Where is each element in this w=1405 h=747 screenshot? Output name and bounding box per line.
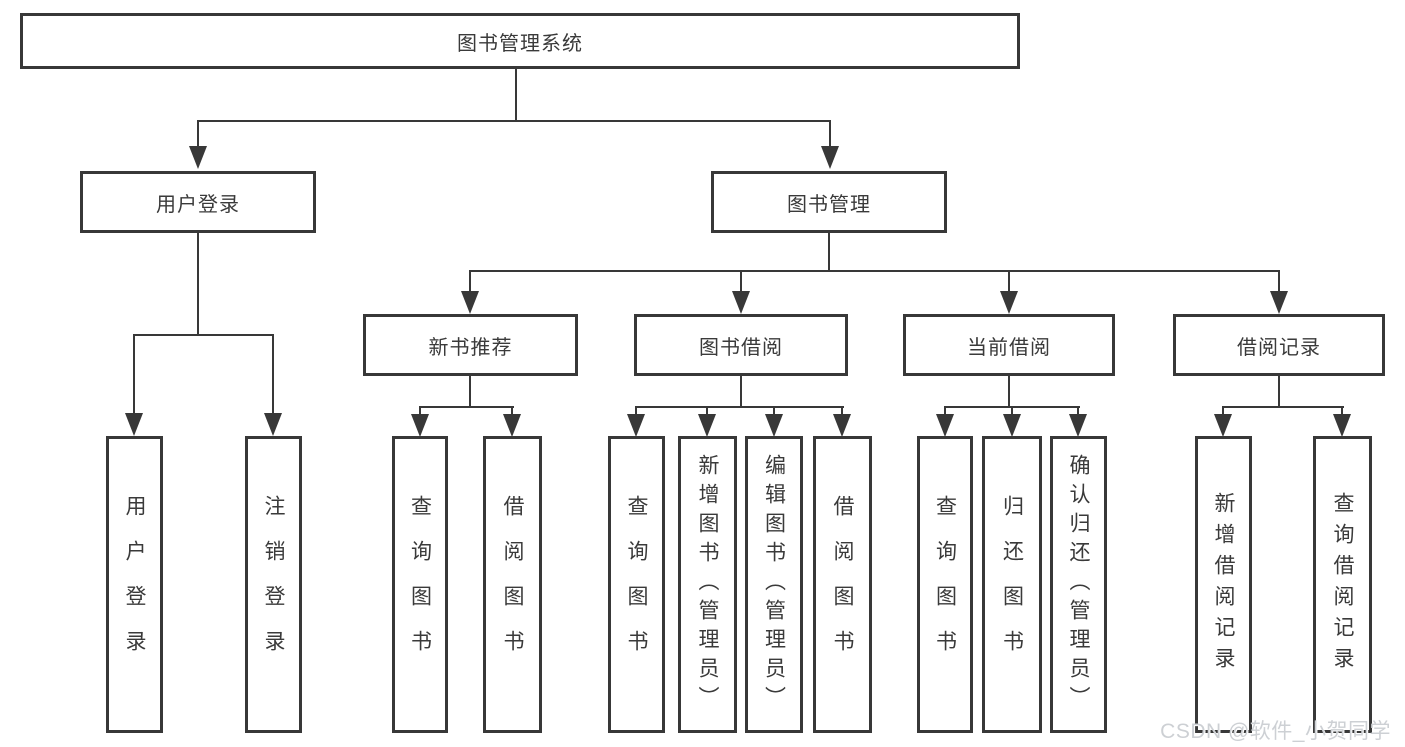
connector-root-stem [515,67,517,121]
arrowhead [1214,414,1232,437]
node-new-book-recommendation: 新书推荐 [363,314,578,376]
node-current-borrowing-label: 当前借阅 [967,336,1051,359]
node-leaf-query-books-1: 查询图书 [392,436,448,733]
arrowhead [833,414,851,437]
node-leaf-query-borrow-record: 查询借阅记录 [1313,436,1372,733]
node-leaf-confirm-return-admin: 确认归还（管理员） [1050,436,1107,733]
connector-drop [706,406,708,416]
connector-drop-leaf-user-login [133,334,135,414]
node-book-management: 图书管理 [711,171,947,233]
node-book-borrowing-label: 图书借阅 [699,336,783,359]
arrowhead [627,414,645,437]
node-current-borrowing: 当前借阅 [903,314,1115,376]
connector-drop [1011,406,1013,416]
node-leaf-add-book-admin-label: 新增图书（管理员） [696,454,719,715]
arrowhead [1000,291,1018,314]
connector-drop [511,406,513,416]
node-leaf-query-books-2-label: 查询图书 [625,494,648,675]
node-leaf-return-book: 归还图书 [982,436,1042,733]
connector-drop-book-management [829,120,831,147]
arrowhead [503,414,521,437]
arrowhead [821,146,839,169]
node-book-management-label: 图书管理 [787,193,871,216]
connector-drop [773,406,775,416]
connector-borrowing-stem [740,376,742,407]
connector-book-management-stem [828,233,830,272]
node-new-book-recommendation-label: 新书推荐 [428,336,513,359]
arrowhead [411,414,429,437]
connector-drop [1341,406,1343,416]
arrowhead [189,146,207,169]
node-root: 图书管理系统 [20,13,1020,69]
node-leaf-query-books-3-label: 查询图书 [933,494,957,675]
node-borrowing-records-label: 借阅记录 [1237,336,1321,359]
arrowhead [264,413,282,436]
connector-drop-user-login [197,120,199,147]
node-user-login-label: 用户登录 [156,193,240,216]
connector-records-stem [1278,376,1280,407]
node-leaf-borrow-books-2-label: 借阅图书 [831,494,854,675]
arrowhead [1333,414,1351,437]
node-leaf-query-borrow-record-label: 查询借阅记录 [1331,491,1354,678]
node-leaf-user-login: 用户登录 [106,436,163,733]
arrowhead [125,413,143,436]
arrowhead [461,291,479,314]
arrowhead [1003,414,1021,437]
connector-drop [1222,406,1224,416]
arrowhead [1069,414,1087,437]
node-leaf-borrow-books-2: 借阅图书 [813,436,872,733]
node-leaf-logout: 注销登录 [245,436,302,733]
node-leaf-confirm-return-admin-label: 确认归还（管理员） [1067,454,1090,715]
connector-drop [635,406,637,416]
connector-drop-leaf-logout [272,334,274,414]
connector-borrowing-branch [635,406,844,408]
arrowhead [1270,291,1288,314]
connector-drop-records [1278,270,1280,292]
connector-drop-current [1008,270,1010,292]
node-leaf-add-book-admin: 新增图书（管理员） [678,436,737,733]
arrowhead [698,414,716,437]
node-book-borrowing: 图书借阅 [634,314,848,376]
arrowhead [765,414,783,437]
node-leaf-borrow-books-1: 借阅图书 [483,436,542,733]
connector-current-stem [1008,376,1010,407]
node-leaf-borrow-books-1-label: 借阅图书 [501,494,524,675]
connector-level2-branch [197,120,831,122]
node-leaf-query-books-2: 查询图书 [608,436,665,733]
connector-drop [841,406,843,416]
arrowhead [936,414,954,437]
node-leaf-edit-book-admin: 编辑图书（管理员） [745,436,803,733]
connector-drop [944,406,946,416]
arrowhead [732,291,750,314]
connector-level3-branch [469,270,1280,272]
connector-user-login-branch [133,334,274,336]
connector-new-books-branch [419,406,514,408]
node-leaf-return-book-label: 归还图书 [1000,494,1024,675]
node-leaf-edit-book-admin-label: 编辑图书（管理员） [762,454,786,715]
connector-drop-borrowing [740,270,742,292]
connector-new-books-stem [469,376,471,407]
node-root-label: 图书管理系统 [457,32,583,55]
node-leaf-logout-label: 注销登录 [262,494,285,675]
connector-records-branch [1222,406,1344,408]
connector-drop [1077,406,1079,416]
node-user-login: 用户登录 [80,171,316,233]
connector-user-login-stem [197,233,199,335]
csdn-watermark: CSDN @软件_小贺同学 [1160,720,1391,743]
node-borrowing-records: 借阅记录 [1173,314,1385,376]
node-leaf-query-books-3: 查询图书 [917,436,973,733]
node-leaf-add-borrow-record: 新增借阅记录 [1195,436,1252,733]
node-leaf-add-borrow-record-label: 新增借阅记录 [1212,491,1235,678]
node-leaf-query-books-1-label: 查询图书 [408,494,432,675]
node-leaf-user-login-label: 用户登录 [123,494,146,675]
connector-drop [419,406,421,416]
connector-drop-new-books [469,270,471,292]
